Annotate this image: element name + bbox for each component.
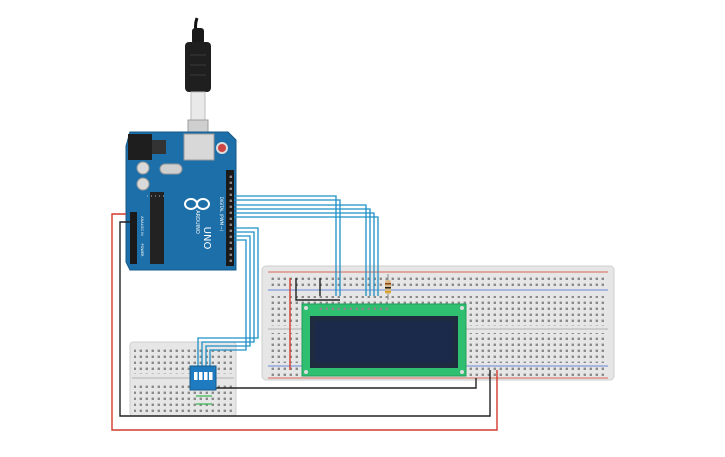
- dip-switch-wires[interactable]: [197, 227, 259, 370]
- atmega-chip: [147, 192, 167, 264]
- board-power-label: POWER: [140, 244, 144, 258]
- arduino-infinity-logo-icon: [184, 198, 210, 210]
- dip-switch[interactable]: [189, 365, 217, 391]
- resistor[interactable]: [385, 274, 391, 300]
- lcd-pin-row: [318, 306, 390, 312]
- arduino-uno-board[interactable]: ARDUINO UNO DIGITAL (PWM ~) POWER ANALOG…: [125, 131, 237, 271]
- board-brand-label: ARDUINO: [194, 210, 200, 234]
- board-model-label: UNO: [201, 227, 212, 250]
- power-wire-red[interactable]: [111, 213, 498, 431]
- lcd-16x2-display[interactable]: [301, 303, 467, 377]
- usb-cable[interactable]: [185, 17, 211, 145]
- board-analog-label: ANALOG IN: [140, 216, 144, 236]
- lcd-data-wires[interactable]: [234, 195, 379, 296]
- dip-ground-green: [196, 395, 212, 405]
- ground-wire-black[interactable]: [119, 221, 491, 417]
- board-digital-label: DIGITAL (PWM ~): [219, 197, 224, 232]
- mini-breadboard[interactable]: [129, 341, 237, 417]
